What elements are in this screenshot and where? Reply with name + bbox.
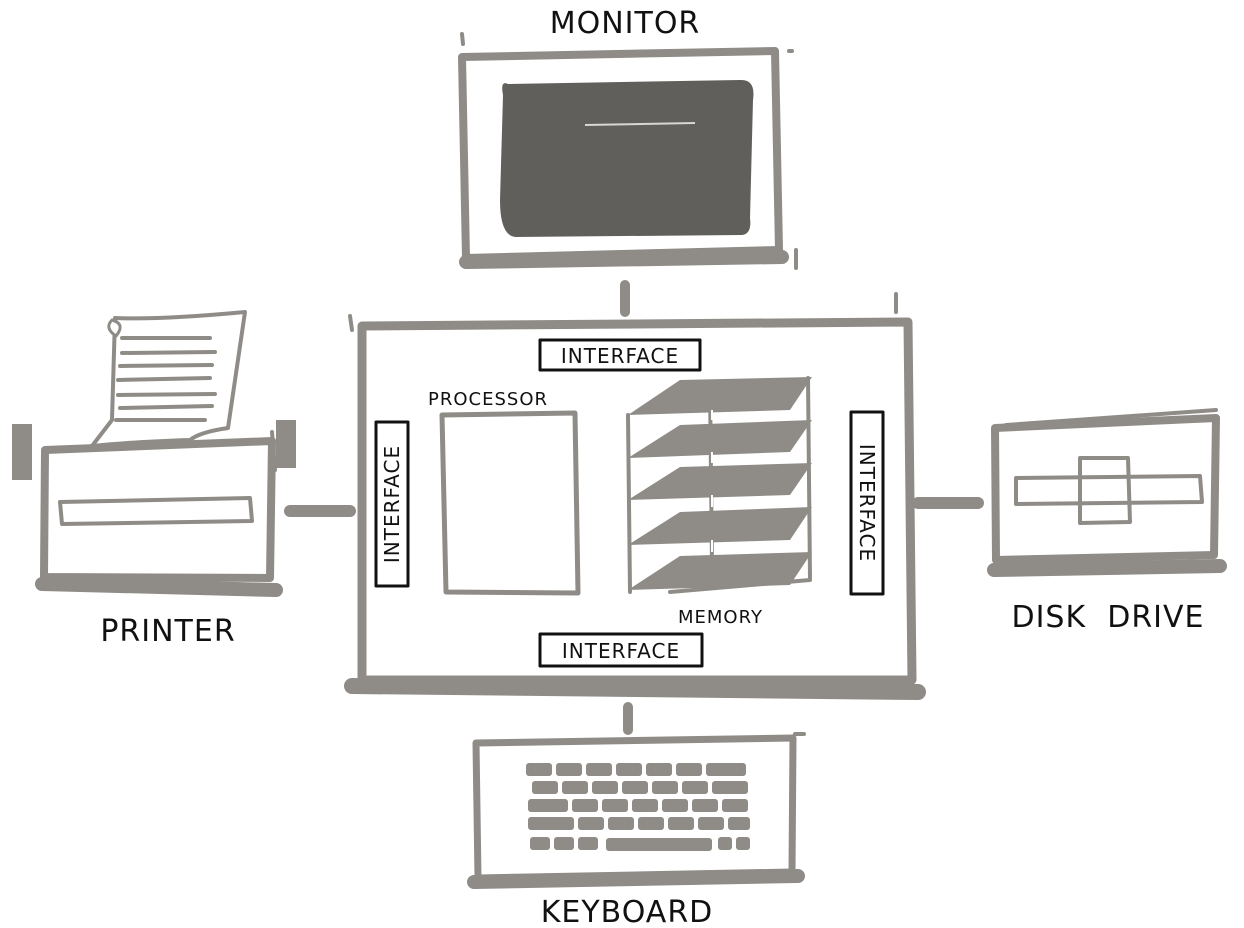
printer-body	[44, 441, 272, 578]
printer: PRINTER	[12, 312, 296, 649]
interface-bottom: INTERFACE	[540, 634, 702, 666]
key-row-5	[530, 837, 750, 851]
keyboard-spacebar	[606, 838, 712, 851]
key-row-4	[528, 817, 750, 830]
key-row-1	[526, 763, 746, 776]
interface-left: INTERFACE	[376, 422, 408, 586]
interface-top-label: INTERFACE	[561, 344, 679, 368]
computer-unit: INTERFACE INTERFACE INTERFACE INTERFACE …	[350, 294, 918, 692]
processor-box	[442, 413, 578, 593]
memory: MEMORY	[628, 377, 812, 628]
printer-paper	[92, 312, 245, 446]
disk-drive-label: DISK DRIVE	[1011, 600, 1204, 635]
processor-label: PROCESSOR	[428, 389, 548, 410]
key-row-2	[532, 781, 748, 794]
disk-drive: DISK DRIVE	[994, 410, 1220, 635]
memory-label: MEMORY	[678, 607, 763, 628]
interface-right-label: INTERFACE	[855, 444, 879, 562]
monitor-label: MONITOR	[550, 6, 701, 41]
monitor-screen	[500, 80, 753, 237]
monitor: MONITOR	[462, 6, 796, 268]
keyboard: KEYBOARD	[474, 734, 804, 928]
printer-label: PRINTER	[100, 614, 235, 649]
printer-slot	[60, 498, 252, 524]
key-row-3	[528, 799, 748, 812]
interface-right: INTERFACE	[851, 412, 883, 594]
keyboard-label: KEYBOARD	[541, 895, 714, 928]
keyboard-keys	[526, 763, 750, 851]
disk-drive-body	[995, 418, 1216, 560]
disk-drive-slot	[1016, 476, 1202, 504]
processor: PROCESSOR	[428, 389, 578, 593]
interface-top: INTERFACE	[540, 340, 700, 370]
interface-bottom-label: INTERFACE	[562, 639, 680, 663]
interface-left-label: INTERFACE	[380, 445, 404, 563]
disk-drive-latch	[1080, 458, 1130, 523]
